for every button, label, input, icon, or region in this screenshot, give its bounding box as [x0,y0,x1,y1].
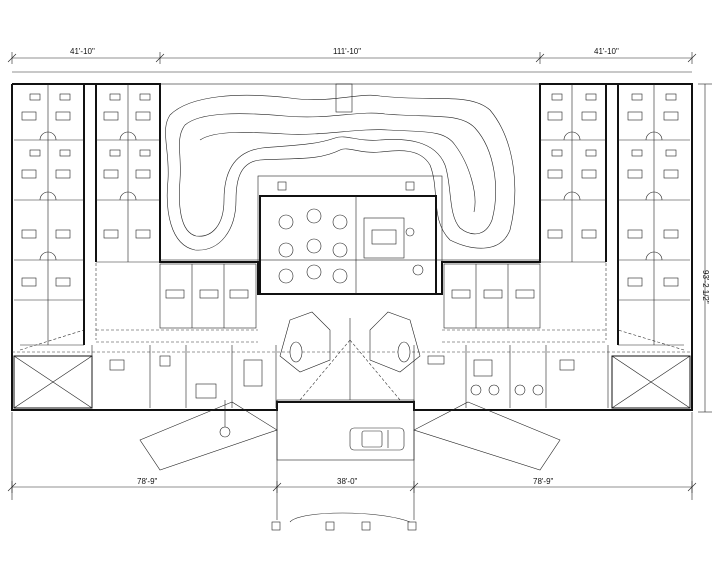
planter-row [271,512,417,531]
dim-bottom-right: 78'-9" [533,477,554,486]
dim-right-overall: 93'-2 1/2" [701,270,710,304]
dining-room [259,181,437,295]
building-outline [11,83,693,411]
left-wing-rooms [14,84,160,346]
dim-top-right: 41'-10" [594,47,619,56]
right-wing-rooms [540,84,690,346]
drive-canopy [139,399,561,471]
inner-rooms [159,263,541,329]
dim-bottom-center: 38'-0" [337,477,358,486]
dim-top-center: 111'-10" [333,47,361,56]
lobby [279,311,421,401]
dim-bottom-left: 78'-9" [137,477,158,486]
service-rooms [91,345,609,408]
corridors [12,88,692,353]
car [349,427,405,451]
dim-top-left: 41'-10" [70,47,95,56]
dimension-labels: 41'-10" 111'-10" 41'-10" 93'-2 1/2" 78'-… [70,47,710,486]
